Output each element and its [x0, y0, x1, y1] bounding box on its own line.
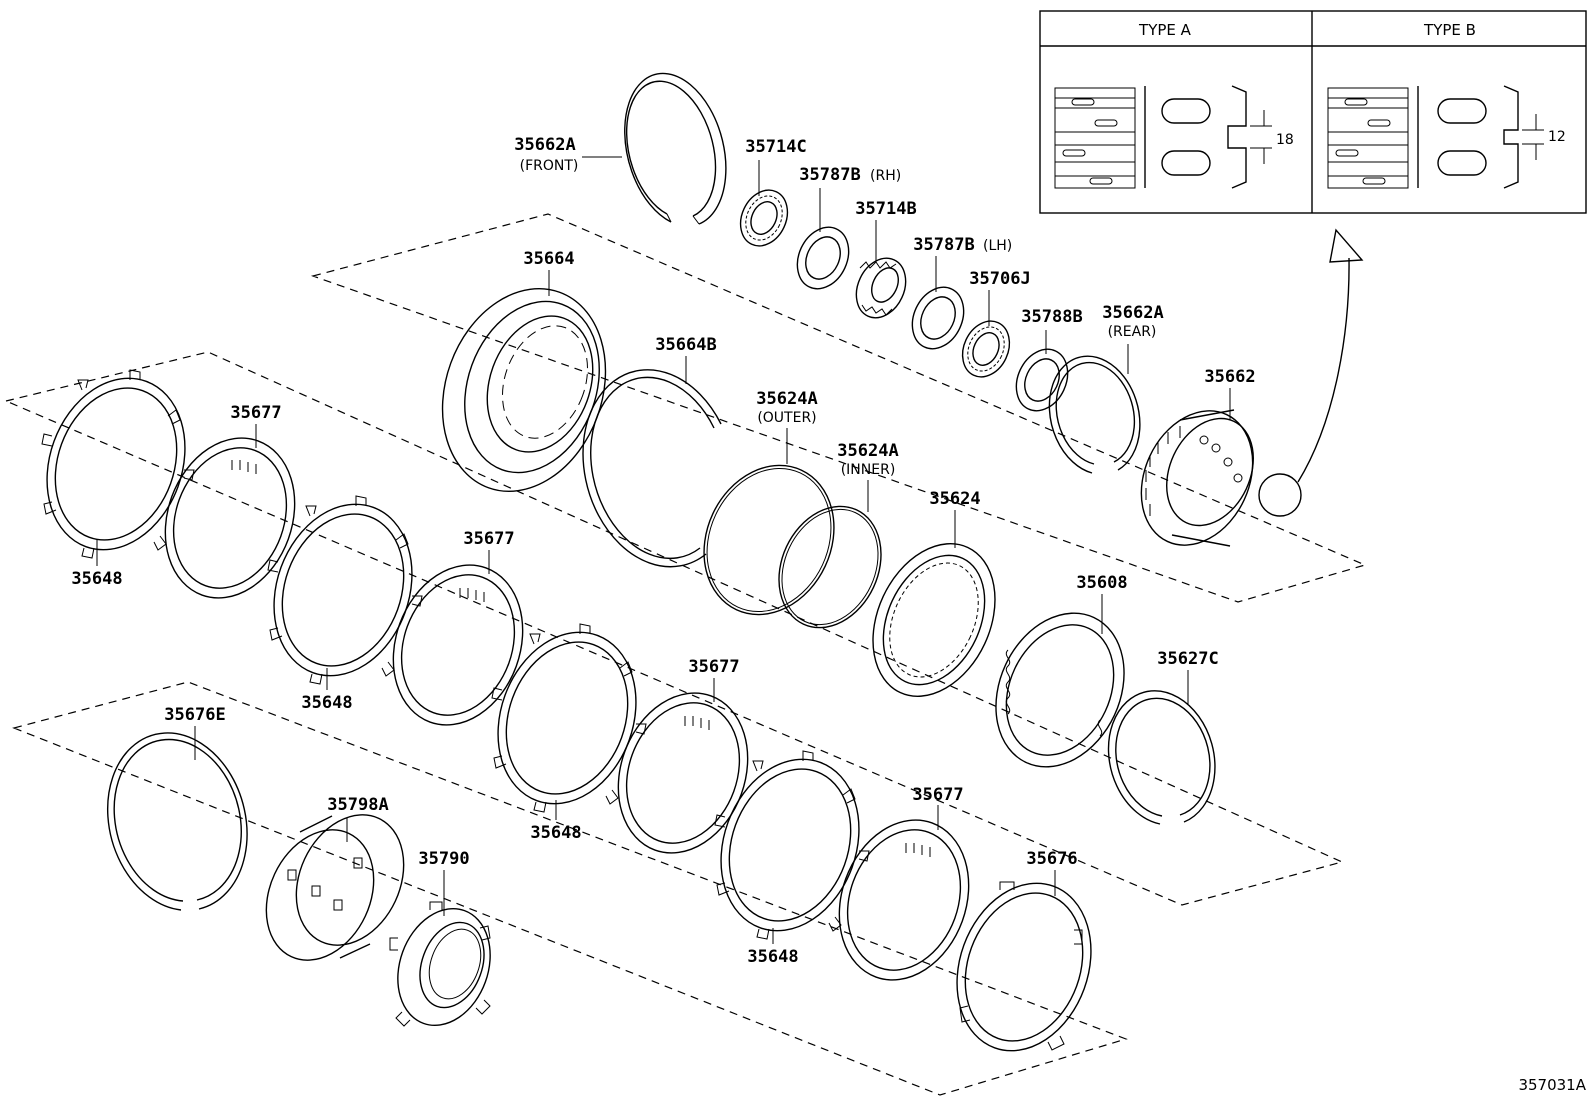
plate-35648-3 — [491, 623, 647, 813]
o-ring-35624A-outer — [703, 464, 835, 616]
snap-ring-35676E — [107, 732, 248, 911]
label-35676: 35676 — [1026, 849, 1077, 869]
type-a-dimension: 18 — [1276, 132, 1294, 148]
race-35788B — [1015, 348, 1069, 412]
drum-35662 — [1140, 409, 1254, 547]
label-35706J: 35706J — [969, 269, 1030, 289]
label-35788B: 35788B — [1021, 307, 1082, 327]
label-35627C: 35627C — [1157, 649, 1218, 669]
diagram-code: 357031A — [1518, 1076, 1586, 1094]
clutch-35798A — [265, 814, 405, 961]
o-ring-35624A-inner — [778, 505, 882, 629]
label-35664: 35664 — [523, 249, 574, 269]
snap-ring-35627C — [1107, 690, 1216, 825]
plate-35648-2 — [267, 495, 423, 685]
label-35714C: 35714C — [745, 137, 806, 157]
label-35677-4: 35677 — [912, 785, 963, 805]
note-35662A-front: (FRONT) — [520, 158, 579, 174]
label-35677-2: 35677 — [463, 529, 514, 549]
type-inset-box: TYPE A TYPE B 18 — [1039, 10, 1587, 214]
part-labels: 35662A (FRONT) 35714C 35787B (RH) 35714B… — [71, 135, 1255, 967]
group-boundary-lower — [12, 681, 1128, 1096]
note-35662A-rear: (REAR) — [1108, 324, 1157, 340]
label-35664B: 35664B — [655, 335, 716, 355]
label-35714B: 35714B — [855, 199, 916, 219]
label-35624A-outer: 35624A — [756, 389, 817, 409]
label-35662A-front: 35662A — [514, 135, 575, 155]
hub-35664 — [441, 287, 607, 493]
note-35624A-outer: (OUTER) — [757, 410, 816, 426]
leader-lines — [96, 156, 1231, 944]
type-a-detail: 18 — [1054, 85, 1294, 189]
label-35648-1: 35648 — [71, 569, 122, 589]
type-b-label: TYPE B — [1423, 21, 1476, 39]
label-35677-3: 35677 — [688, 657, 739, 677]
label-35787B-rh: 35787B — [799, 165, 860, 185]
label-35662A-rear: 35662A — [1102, 303, 1163, 323]
spring-retainer-35608 — [995, 612, 1125, 768]
race-35790 — [389, 901, 491, 1027]
bearing-35714C — [739, 189, 789, 247]
clutch-35714B — [855, 257, 907, 319]
label-35648-4: 35648 — [747, 947, 798, 967]
label-35677-1: 35677 — [230, 403, 281, 423]
note-35624A-inner: (INNER) — [841, 462, 896, 478]
label-35662: 35662 — [1204, 367, 1255, 387]
type-b-detail: 12 — [1327, 85, 1566, 189]
plate-35648-1 — [41, 369, 195, 559]
snap-ring-35662A-front — [624, 72, 727, 225]
label-35798A: 35798A — [327, 795, 388, 815]
group-boundary-middle — [4, 351, 1344, 906]
race-35787B-lh — [911, 286, 965, 350]
detail-arrow — [1258, 228, 1364, 517]
label-35787B-lh: 35787B — [913, 235, 974, 255]
snap-ring-35664B — [582, 369, 722, 568]
plate-35676 — [956, 881, 1092, 1052]
disc-35677-3 — [617, 692, 749, 854]
type-a-label: TYPE A — [1138, 21, 1192, 39]
label-35648-3: 35648 — [530, 823, 581, 843]
type-b-dimension: 12 — [1548, 129, 1566, 145]
snap-ring-35662A-rear — [1048, 355, 1141, 474]
disc-35677-1 — [164, 437, 296, 599]
label-35648-2: 35648 — [301, 693, 352, 713]
piston-35624 — [872, 543, 996, 697]
disc-35677-4 — [838, 819, 970, 981]
label-35624: 35624 — [929, 489, 980, 509]
note-35787B-rh: (RH) — [870, 168, 901, 184]
race-35787B-rh — [796, 226, 850, 290]
label-35608: 35608 — [1076, 573, 1127, 593]
note-35787B-lh: (LH) — [983, 238, 1012, 254]
label-35676E: 35676E — [164, 705, 225, 725]
disc-35677-2 — [392, 564, 524, 726]
bearing-35706J — [961, 320, 1011, 378]
label-35624A-inner: 35624A — [837, 441, 898, 461]
plate-35648-4 — [714, 750, 870, 940]
label-35790: 35790 — [418, 849, 469, 869]
